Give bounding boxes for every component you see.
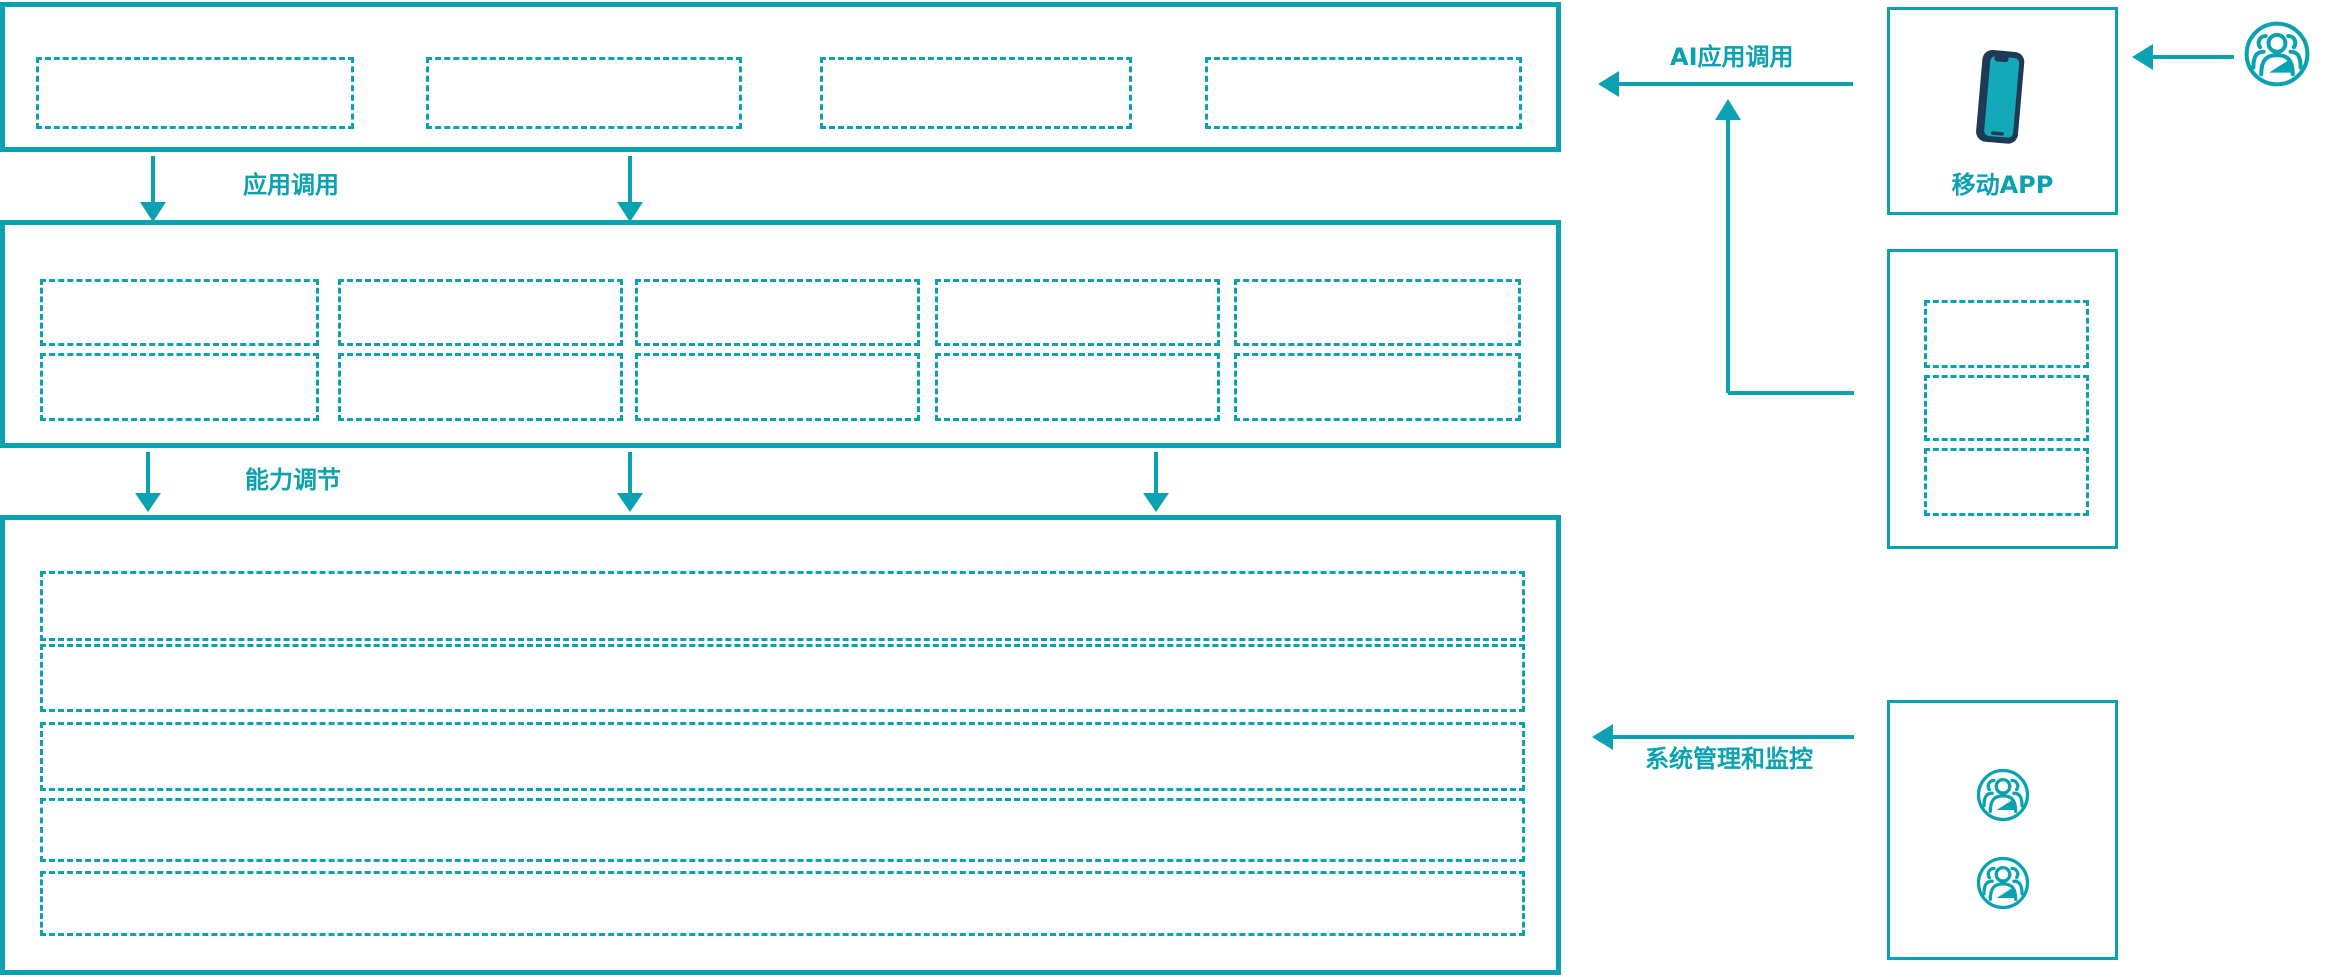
dashed-slot bbox=[1234, 279, 1521, 346]
dashed-slot bbox=[935, 279, 1220, 346]
user-group-icon bbox=[1976, 768, 2029, 822]
mobile-app-box bbox=[1887, 7, 2118, 215]
app-call-arrow-left bbox=[140, 156, 166, 222]
dashed-slot bbox=[1205, 57, 1522, 129]
capability-arrow-2 bbox=[617, 452, 643, 512]
dashed-slot bbox=[1924, 300, 2089, 368]
user-group-icon bbox=[2244, 21, 2310, 87]
dashed-slot bbox=[1924, 448, 2089, 516]
ai-app-call-arrow bbox=[1598, 71, 1853, 97]
admin-icons-group bbox=[1887, 700, 2118, 960]
dashed-slot bbox=[40, 871, 1525, 936]
dashed-slot bbox=[1924, 375, 2089, 441]
mobile-app-label: 移动APP bbox=[1951, 171, 2054, 199]
external-user-icon bbox=[2241, 18, 2313, 90]
dashed-slot bbox=[40, 353, 319, 421]
channel-access-box bbox=[1887, 249, 2118, 549]
dashed-slot bbox=[338, 279, 623, 346]
miniapp-uplink-connector bbox=[1715, 99, 1854, 395]
dashed-slot bbox=[635, 279, 920, 346]
capability-arrow-1 bbox=[135, 452, 161, 512]
dashed-slot bbox=[40, 279, 319, 346]
dashed-slot bbox=[40, 722, 1525, 791]
application-layer-panel bbox=[0, 2, 1561, 152]
capability-layer-panel bbox=[0, 220, 1561, 448]
dashed-slot bbox=[1234, 353, 1521, 421]
dashed-slot bbox=[36, 57, 354, 129]
app-call-label: 应用调用 bbox=[243, 171, 339, 199]
dashed-slot bbox=[40, 644, 1525, 712]
admin-box bbox=[1887, 700, 2118, 960]
capability-label: 能力调节 bbox=[245, 466, 341, 494]
dashed-slot bbox=[935, 353, 1220, 421]
ai-app-call-label: AI应用调用 bbox=[1670, 43, 1794, 71]
system-monitor-label: 系统管理和监控 bbox=[1645, 745, 1813, 773]
user-group-icon bbox=[1976, 856, 2029, 910]
capability-arrow-3 bbox=[1143, 452, 1169, 512]
dashed-slot bbox=[426, 57, 742, 129]
dashed-slot bbox=[40, 571, 1525, 641]
smartphone-icon bbox=[1971, 48, 2033, 150]
app-call-arrow-right bbox=[617, 156, 643, 222]
dashed-slot bbox=[40, 798, 1525, 862]
dashed-slot bbox=[820, 57, 1132, 129]
dashed-slot bbox=[635, 353, 920, 421]
user-to-mobile-arrow bbox=[2132, 44, 2234, 70]
platform-layer-panel bbox=[0, 515, 1561, 975]
dashed-slot bbox=[338, 353, 623, 421]
